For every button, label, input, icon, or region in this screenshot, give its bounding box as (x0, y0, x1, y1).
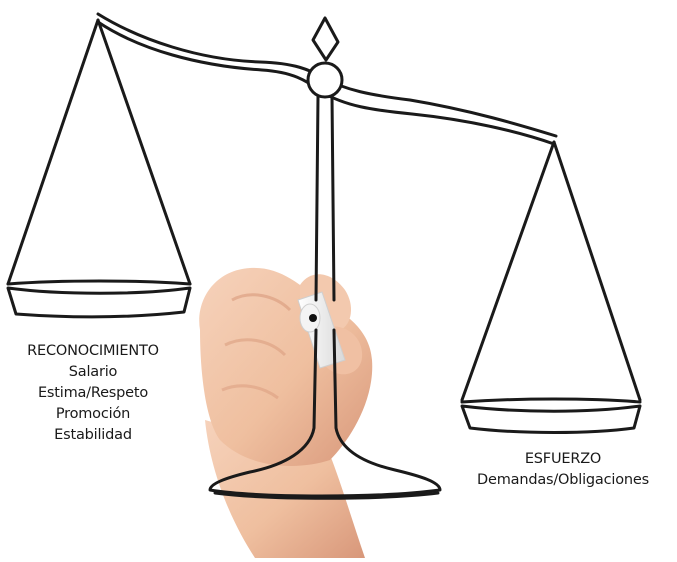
right-pan (460, 404, 642, 434)
pillar-lower-and-base (208, 328, 442, 498)
right-label-demandas-obligaciones: Demandas/Obligaciones (477, 472, 649, 488)
left-label-promocion: Promoción (55, 406, 131, 422)
left-label-salario: Salario (68, 364, 118, 380)
right-pan-rim (460, 397, 642, 404)
left-string-outer (6, 18, 100, 286)
left-label-estima-respeto: Estima/Respeto (37, 385, 149, 401)
hand-with-marker-icon (199, 267, 373, 558)
left-label-estabilidad: Estabilidad (54, 427, 132, 443)
left-label-reconocimiento: RECONOCIMIENTO (27, 343, 159, 359)
right-string-inner (552, 140, 642, 402)
right-pan-label-group: ESFUERZO Demandas/Obligaciones (452, 449, 674, 491)
left-pan (6, 286, 192, 319)
right-label-esfuerzo: ESFUERZO (524, 451, 602, 467)
left-pan-label-group: RECONOCIMIENTO Salario Estima/Respeto Pr… (4, 341, 182, 446)
left-pan-rim (6, 279, 192, 286)
pillar-upper (314, 94, 336, 302)
left-string-inner (96, 18, 192, 286)
right-string-outer (460, 140, 556, 402)
base-edge (213, 491, 440, 500)
pivot-knob (306, 61, 344, 99)
balance-scale-icon (6, 12, 642, 500)
pivot-finial (311, 16, 340, 62)
